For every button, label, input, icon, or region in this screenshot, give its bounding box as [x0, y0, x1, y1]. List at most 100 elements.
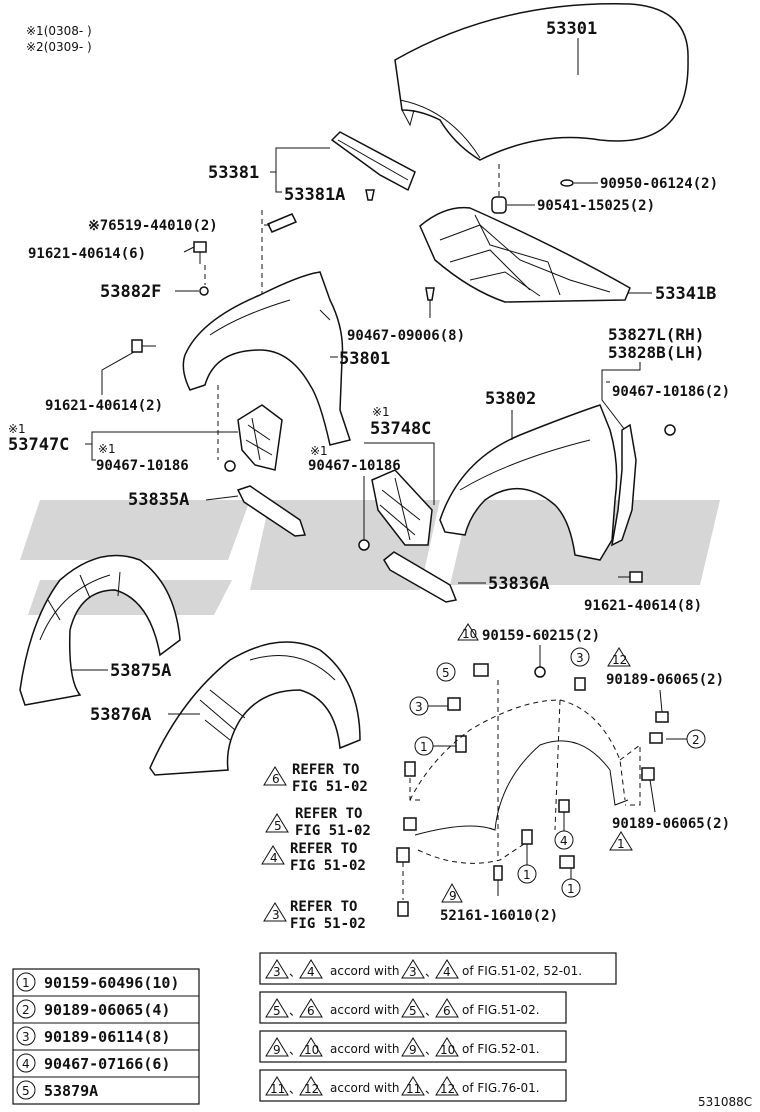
refer-6: 6 REFER TO FIG 51-02 [263, 762, 368, 795]
clip-4[interactable] [558, 799, 570, 813]
label-90467-09006[interactable]: 90467-09006(8) [347, 328, 465, 344]
grommet-90950[interactable] [560, 179, 574, 187]
label-53876a[interactable]: 53876A [90, 705, 151, 725]
label-53875a[interactable]: 53875A [110, 661, 171, 681]
clip-refer-4[interactable] [396, 847, 410, 863]
svg-text:、: 、 [425, 965, 437, 979]
note-2: ※2(0309- ) [26, 40, 92, 54]
label-91621-8[interactable]: 91621-40614(8) [584, 598, 702, 614]
svg-text:FIG 51-02: FIG 51-02 [295, 823, 371, 839]
fender-53801[interactable] [182, 271, 351, 446]
fender-53802[interactable] [439, 404, 618, 561]
bolt-1a[interactable] [455, 735, 467, 753]
svg-text:2: 2 [692, 733, 700, 747]
svg-text:90159-60496(10): 90159-60496(10) [44, 974, 179, 992]
label-91621-2[interactable]: 91621-40614(2) [45, 398, 163, 414]
clip-53882f[interactable] [199, 286, 209, 296]
svg-text:4: 4 [443, 965, 451, 979]
clip-90159-60215[interactable] [534, 666, 546, 678]
clip-refer-5[interactable] [403, 817, 417, 831]
svg-text:5: 5 [409, 1004, 417, 1018]
svg-text:1: 1 [617, 837, 625, 851]
svg-text:3: 3 [409, 965, 417, 979]
legend-row: 2 90189-06065(4) [16, 999, 170, 1019]
label-53747c[interactable]: 53747C [8, 435, 69, 455]
bolt-90189-06065a[interactable] [655, 711, 669, 723]
clip-90467-10186-2[interactable] [664, 424, 676, 436]
label-91621-6[interactable]: 91621-40614(6) [28, 246, 146, 262]
insulator-53341b[interactable] [419, 206, 631, 303]
label-90467-10186-2[interactable]: 90467-10186(2) [612, 384, 730, 400]
pad-76519[interactable] [266, 213, 298, 233]
clip-refer-6[interactable] [404, 761, 416, 777]
label-53828b[interactable]: 53828B(LH) [608, 343, 704, 362]
svg-text:5: 5 [442, 666, 450, 680]
legend-row: 1 90159-60496(10) [16, 972, 179, 992]
seal-53827l[interactable] [611, 423, 637, 547]
label-90189-06065b[interactable]: 90189-06065(2) [612, 816, 730, 832]
legend-table: 1 90159-60496(10) 2 90189-06065(4) 3 901… [12, 968, 200, 1105]
label-90467-10186b[interactable]: 90467-10186 [308, 458, 401, 474]
label-90467-10186a[interactable]: 90467-10186 [96, 458, 189, 474]
bolt-90189-2[interactable] [649, 732, 663, 744]
seal-53381[interactable] [330, 131, 416, 192]
label-53802[interactable]: 53802 [485, 389, 536, 409]
label-76519[interactable]: ※76519-44010(2) [88, 218, 218, 234]
clip-90467-10186b[interactable] [358, 539, 370, 551]
svg-text:12: 12 [440, 1082, 455, 1096]
label-90159-60215[interactable]: 90159-60215(2) [482, 628, 600, 644]
label-53827l[interactable]: 53827L(RH) [608, 325, 704, 344]
bolt-91621-6[interactable] [193, 241, 207, 264]
clip-53879a[interactable] [473, 663, 489, 677]
svg-text:4: 4 [270, 851, 278, 865]
label-52161[interactable]: 52161-16010(2) [440, 908, 558, 924]
cushion-90541[interactable] [491, 196, 507, 214]
clip-90467-10186a[interactable] [224, 460, 236, 472]
clip-52161[interactable] [493, 865, 503, 881]
label-53301[interactable]: 53301 [546, 19, 597, 39]
bolt-91621-2[interactable] [131, 339, 156, 353]
liner-53875a[interactable] [19, 554, 181, 706]
bracket-53836a[interactable] [383, 551, 458, 603]
clip-refer-3[interactable] [397, 901, 409, 917]
hood-53301[interactable] [394, 3, 689, 161]
bolt-3b[interactable] [447, 697, 461, 711]
svg-text:53879A: 53879A [44, 1082, 98, 1100]
label-53381[interactable]: 53381 [208, 163, 259, 183]
label-53748c[interactable]: 53748C [370, 419, 431, 439]
svg-text:REFER TO: REFER TO [290, 899, 357, 915]
svg-text:5: 5 [273, 1004, 281, 1018]
bolt-1c[interactable] [559, 855, 575, 869]
bolt-1b[interactable] [521, 829, 533, 845]
clip-53381a[interactable] [365, 189, 375, 201]
protector-53748c[interactable] [371, 469, 433, 546]
label-53836a[interactable]: 53836A [488, 574, 549, 594]
clip-90467-09006[interactable] [425, 287, 435, 301]
marker-circle-3b: 3 [409, 696, 429, 716]
bolt-90189-06065b[interactable] [641, 767, 655, 781]
label-90541[interactable]: 90541-15025(2) [537, 198, 655, 214]
label-53381a[interactable]: 53381A [284, 185, 345, 205]
protector-53747c[interactable] [237, 404, 283, 471]
svg-text:1: 1 [22, 976, 30, 990]
liner-53876a[interactable] [149, 641, 361, 776]
svg-text:3: 3 [22, 1030, 30, 1044]
label-53835a[interactable]: 53835A [128, 490, 189, 510]
label-53882f[interactable]: 53882F [100, 282, 161, 302]
label-53341b[interactable]: 53341B [655, 284, 716, 304]
mark-53747c: ※1 [8, 422, 26, 436]
label-90189-06065a[interactable]: 90189-06065(2) [606, 672, 724, 688]
accord-box: 11 、 12 accord with 11 、 12 of FIG.76-01… [259, 1069, 567, 1102]
svg-text:of FIG.51-02.: of FIG.51-02. [462, 1003, 540, 1017]
bolt-91621-8[interactable] [618, 571, 643, 583]
svg-text:、: 、 [289, 965, 301, 979]
bracket-53835a[interactable] [236, 485, 307, 537]
svg-text:9: 9 [449, 889, 457, 903]
figure-code: 531088C [698, 1095, 752, 1109]
svg-text:12: 12 [612, 653, 627, 667]
label-53801[interactable]: 53801 [339, 349, 390, 369]
label-90950[interactable]: 90950-06124(2) [600, 176, 718, 192]
svg-text:REFER TO: REFER TO [292, 762, 359, 778]
svg-text:accord with: accord with [330, 1003, 400, 1017]
bolt-3a[interactable] [574, 677, 586, 691]
